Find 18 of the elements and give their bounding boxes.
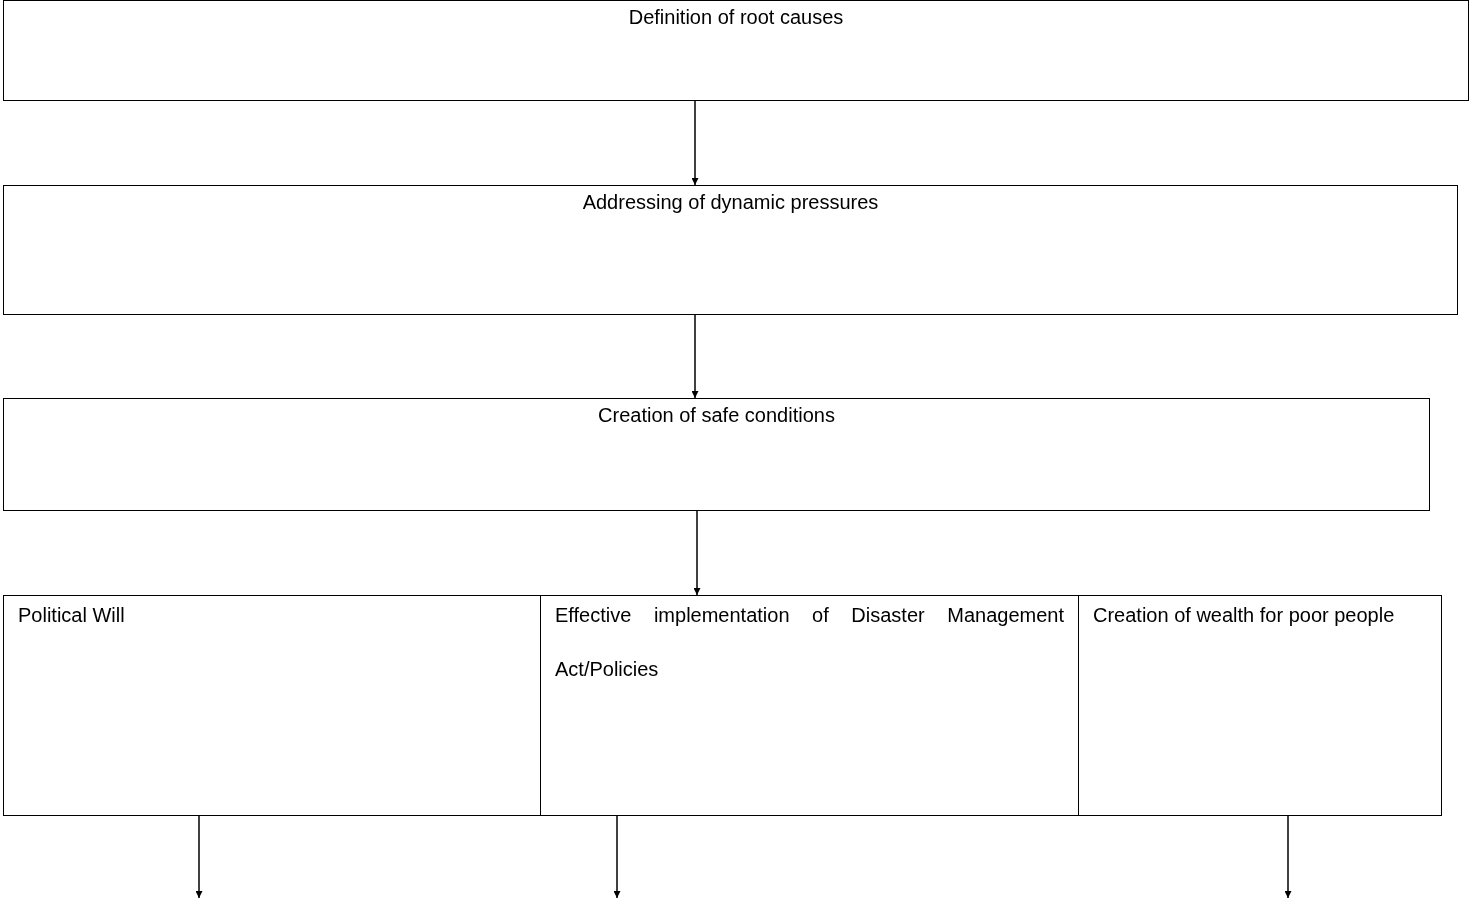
box-label: Definition of root causes (627, 5, 845, 29)
process-box (3, 398, 1430, 511)
box-label: Creation of wealth for poor people (1093, 603, 1396, 628)
arrow (691, 314, 699, 399)
box-label: Creation of safe conditions (597, 403, 836, 427)
arrow (1284, 815, 1292, 899)
process-box (3, 0, 1469, 101)
arrow (691, 100, 699, 186)
box-label: Addressing of dynamic pressures (581, 190, 880, 214)
table-cell (1078, 595, 1442, 816)
process-box (3, 185, 1458, 315)
table-cell (3, 595, 541, 816)
arrow (613, 815, 621, 899)
box-label: Political Will (18, 603, 126, 628)
box-label: Effective implementation of Disaster Management Act/Policies (555, 603, 1064, 682)
arrow (693, 510, 701, 596)
table-cell (540, 595, 1079, 816)
arrow (195, 815, 203, 899)
